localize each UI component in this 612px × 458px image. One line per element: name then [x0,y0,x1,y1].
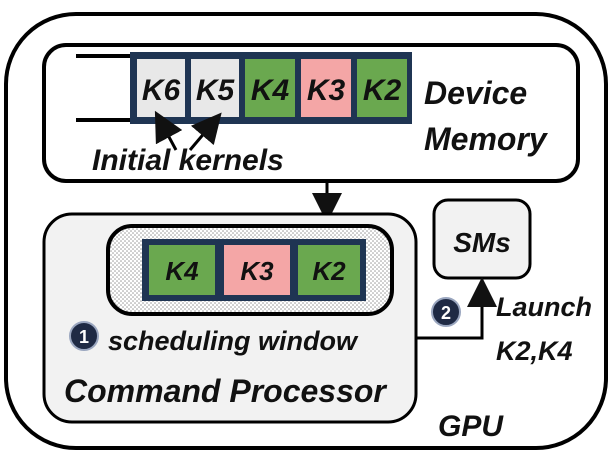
kernel-label: K5 [196,74,236,107]
kernel-block [357,59,407,117]
kernel-block [298,245,360,295]
queue-kernel: K3 [301,59,351,117]
queue-kernel: K2 [357,59,407,117]
kernel-block [137,59,185,117]
window-kernel: K3 [224,245,290,295]
scheduling-window-label: scheduling window [108,326,359,356]
device-memory-label-line2: Memory [424,121,549,157]
device-memory-label-line1: Device [424,75,527,111]
kernel-block [191,59,239,117]
launch-label-line2: K2,K4 [496,336,573,366]
queue-kernel: K4 [245,59,295,117]
kernel-label: K2 [312,256,346,286]
kernel-label: K2 [363,74,402,107]
initial-kernels-label: Initial kernels [92,144,284,177]
launch-label-line1: Launch [496,292,592,322]
step-1-badge [69,321,99,351]
launch-arrow [416,277,497,340]
step-2-badge [431,297,461,327]
kernel-label: K6 [142,74,181,107]
initial-kernels-arrow [188,112,222,151]
queue-kernel: K6 [137,59,185,117]
step-1-number: 1 [79,327,89,347]
step-2-number: 2 [441,303,451,323]
kernel-block [301,59,351,117]
kernel-label: K3 [240,256,274,286]
kernel-block [224,245,290,295]
kernel-label: K4 [165,256,199,286]
queue-kernel: K5 [191,59,239,117]
sms-label: SMs [453,227,511,258]
gpu-label: GPU [438,410,504,443]
kernel-block [149,245,215,295]
initial-kernels-arrow [154,110,183,151]
kernel-label: K4 [251,74,290,107]
window-kernel: K4 [149,245,215,295]
command-processor-label: Command Processor [64,373,387,409]
kernel-label: K3 [307,74,346,107]
kernel-block [245,59,295,117]
window-kernel: K2 [298,245,360,295]
